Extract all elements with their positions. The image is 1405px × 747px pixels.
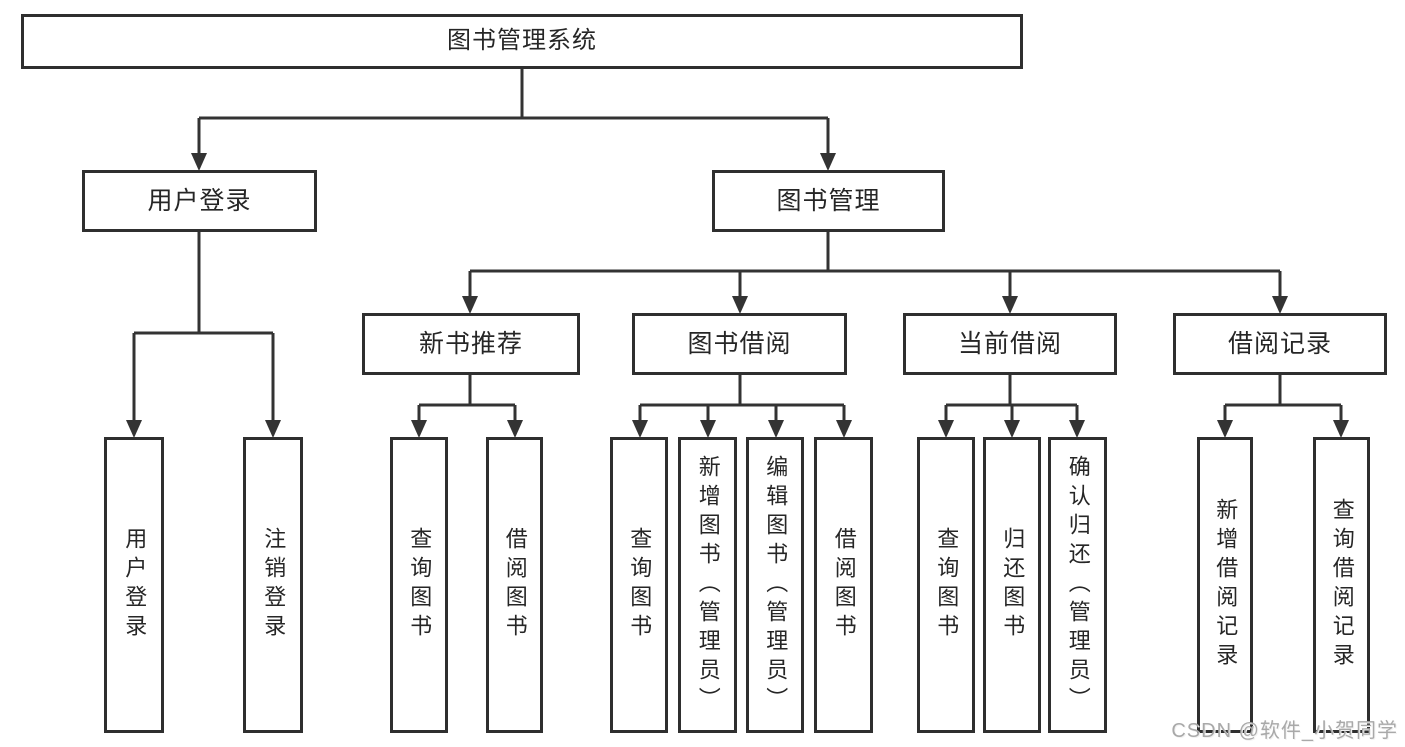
- node-leaf-query-book-1: 查询图书: [390, 437, 448, 733]
- node-leaf-add-book-admin: 新增图书（管理员）: [678, 437, 737, 733]
- node-leaf-borrow-book-1: 借阅图书: [486, 437, 543, 733]
- node-book-borrow: 图书借阅: [632, 313, 847, 375]
- node-leaf-add-borrow-record: 新增借阅记录: [1197, 437, 1253, 733]
- node-current-borrow: 当前借阅: [903, 313, 1117, 375]
- arrowhead-icons: [126, 153, 1349, 438]
- node-leaf-return-book: 归还图书: [983, 437, 1041, 733]
- node-leaf-logout: 注销登录: [243, 437, 303, 733]
- node-leaf-query-book-3: 查询图书: [917, 437, 975, 733]
- node-leaf-borrow-book-2: 借阅图书: [814, 437, 873, 733]
- node-root-library-system: 图书管理系统: [21, 14, 1023, 69]
- node-leaf-query-book-2: 查询图书: [610, 437, 668, 733]
- node-leaf-edit-book-admin: 编辑图书（管理员）: [746, 437, 804, 733]
- node-user-login: 用户登录: [82, 170, 317, 232]
- node-leaf-query-borrow-record: 查询借阅记录: [1313, 437, 1370, 733]
- node-new-book-recommend: 新书推荐: [362, 313, 580, 375]
- node-borrow-records: 借阅记录: [1173, 313, 1387, 375]
- watermark: CSDN @软件_小贺同学: [1171, 720, 1398, 742]
- node-leaf-user-login: 用户登录: [104, 437, 164, 733]
- node-book-management: 图书管理: [712, 170, 945, 232]
- node-leaf-confirm-return-admin: 确认归还（管理员）: [1048, 437, 1107, 733]
